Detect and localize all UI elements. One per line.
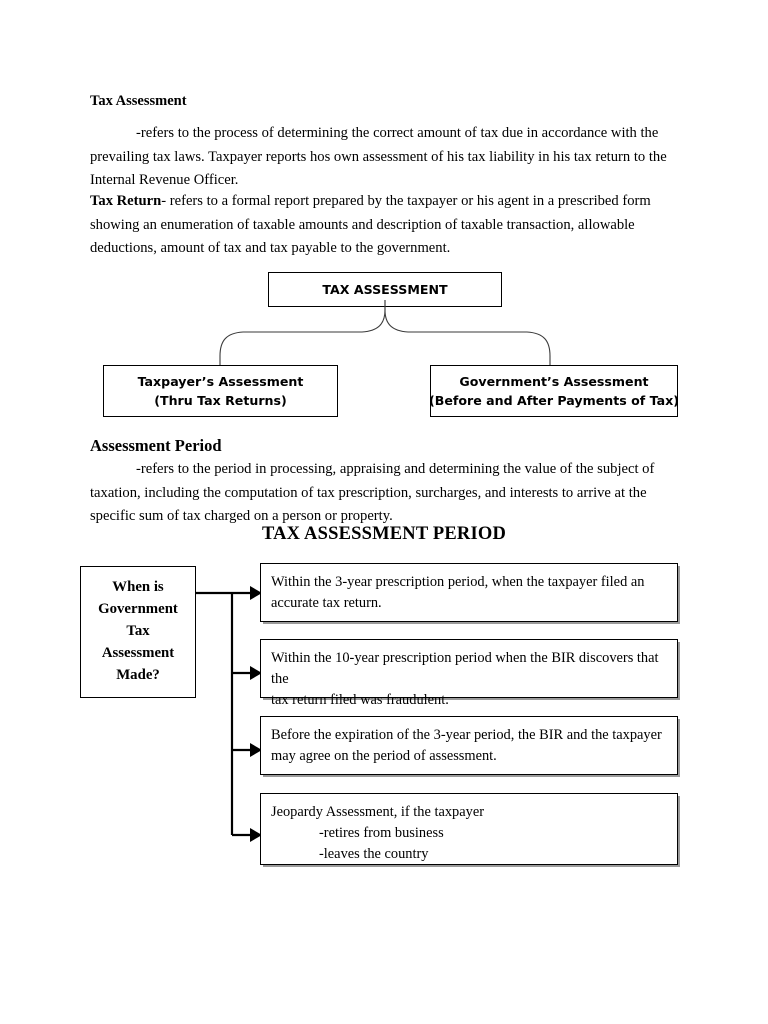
item-line-1: Within the 10-year prescription period w… [271,650,659,687]
page-title-tax-assessment-period: TAX ASSESSMENT PERIOD [261,524,507,544]
section-tax-return: Tax Return- refers to a formal report pr… [90,190,678,261]
item-line-1: Within the 3-year prescription period, w… [271,574,645,590]
item-sub-line-2: -leaves the country [319,846,429,862]
child-line-1: Government’s Assessment [459,374,649,389]
child-line-1: Taxpayer’s Assessment [137,374,304,389]
diagram-child-box-taxpayer-assessment: Taxpayer’s Assessment (Thru Tax Returns) [103,365,338,417]
section-heading-assessment-period: Assessment Period [90,436,222,455]
item-box-jeopardy-assessment: Jeopardy Assessment, if the taxpayer -re… [260,793,678,865]
item-line-1: Jeopardy Assessment, if the taxpayer [271,804,485,820]
paragraph-tax-return: Tax Return- refers to a formal report pr… [90,190,678,261]
child-line-2: (Thru Tax Returns) [154,393,287,408]
section-heading-tax-assessment: Tax Assessment [90,93,187,109]
item-sub-line-1: -retires from business [319,825,444,841]
item-line-2: tax return filed was fraudulent. [271,692,449,708]
bracket-right-arm [384,300,551,368]
item-box-before-expiration-agreement: Before the expiration of the 3-year peri… [260,716,678,775]
item-line-1: Before the expiration of the 3-year peri… [271,727,662,743]
item-box-3-year-prescription: Within the 3-year prescription period, w… [260,563,678,622]
bracket-left-arm [219,300,386,368]
question-box-when-is-government-tax-assessment-made: When is Government Tax Assessment Made? [80,566,196,698]
section-tax-assessment: Tax Assessment [90,92,678,110]
section-assessment-period: Assessment Period [90,436,678,456]
question-line-3: Tax [126,623,150,639]
item-box-10-year-prescription: Within the 10-year prescription period w… [260,639,678,708]
paragraph-assessment-period: -refers to the period in processing, app… [90,458,678,529]
diagram-root-label: TAX ASSESSMENT [322,282,448,297]
paragraph-body: -refers to the process of determining th… [90,125,667,189]
question-line-2: Government [98,601,178,617]
question-line-5: Made? [116,667,160,683]
child-line-2: (Before and After Payments of Tax) [429,393,680,408]
question-line-1: When is [112,579,164,595]
flow-connector-arrows [196,586,262,842]
bracket-connector [219,300,551,368]
item-line-2: may agree on the period of assessment. [271,748,497,764]
paragraph-tax-assessment: -refers to the process of determining th… [90,122,678,193]
paragraph-text: -refers to the period in processing, app… [90,458,678,529]
question-line-4: Assessment [101,645,175,661]
diagram-root-box-tax-assessment: TAX ASSESSMENT [268,272,502,307]
lead-bold-tax-return: Tax Return [90,193,162,209]
paragraph-body: - refers to a formal report prepared by … [90,193,651,257]
paragraph-text: -refers to the process of determining th… [90,122,678,193]
paragraph-body: -refers to the period in processing, app… [90,461,655,525]
diagram-child-box-government-assessment: Government’s Assessment (Before and Afte… [429,365,680,417]
item-line-2: accurate tax return. [271,595,382,611]
